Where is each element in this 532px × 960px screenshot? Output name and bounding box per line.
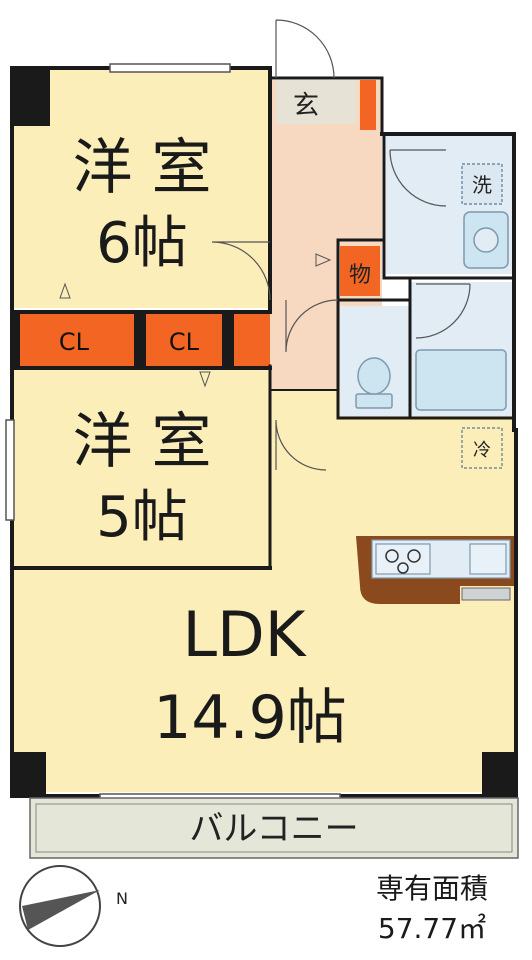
closet-divider-1: [134, 312, 146, 366]
closet-2-label: CL: [169, 328, 200, 356]
room-1-size: 6帖: [96, 211, 188, 276]
area-caption: 専有面積: [376, 872, 488, 905]
toilet-bowl: [357, 357, 391, 395]
stove: [375, 543, 431, 575]
burner-3: [397, 562, 409, 574]
storage-label: 物: [349, 263, 371, 288]
room-2-name: 洋 室: [72, 407, 211, 477]
basin-bowl: [473, 227, 499, 253]
area-value: 57.77㎡: [378, 912, 486, 945]
pillar-top-left: [10, 66, 50, 126]
entrance-closet: [360, 80, 376, 130]
compass: [19, 865, 101, 947]
walls: [10, 66, 518, 798]
storage-closet: [340, 246, 380, 296]
counter-end: [461, 587, 511, 601]
compass-needle: [22, 890, 100, 930]
washer-spot: [461, 163, 503, 205]
ldk-size: 14.9帖: [153, 683, 347, 753]
bathtub: [415, 349, 507, 411]
balcony-inner: [35, 803, 513, 853]
balcony: [29, 797, 519, 859]
room-1-name: 洋 室: [72, 133, 211, 203]
room-2-size: 5帖: [96, 485, 188, 550]
closet-divider-2: [222, 312, 234, 366]
entrance-label: 玄: [293, 91, 319, 121]
door-marker-3: [315, 253, 332, 267]
entrance-area: [276, 80, 356, 124]
pillar-mid-left: [10, 312, 20, 368]
fridge-label: 冷: [473, 440, 491, 461]
western-room-1: [14, 70, 270, 308]
western-room-2: [14, 366, 270, 566]
pillar-bottom-left: [10, 752, 46, 798]
fridge-spot: [461, 427, 503, 469]
door-marker-1: [59, 282, 71, 299]
compass-north-label: N: [116, 889, 128, 908]
pillar-bottom-right: [482, 752, 518, 798]
balcony-label: バルコニー: [189, 809, 358, 849]
door-marker-2: [199, 371, 211, 388]
ldk-name: LDK: [183, 598, 307, 671]
burner-2: [407, 549, 421, 563]
door-swings: [211, 19, 471, 471]
washer-label: 洗: [472, 173, 492, 197]
burner-1: [385, 549, 399, 563]
closet-1-label: CL: [59, 328, 90, 356]
toilet-tank: [355, 393, 393, 409]
sink: [469, 543, 507, 575]
